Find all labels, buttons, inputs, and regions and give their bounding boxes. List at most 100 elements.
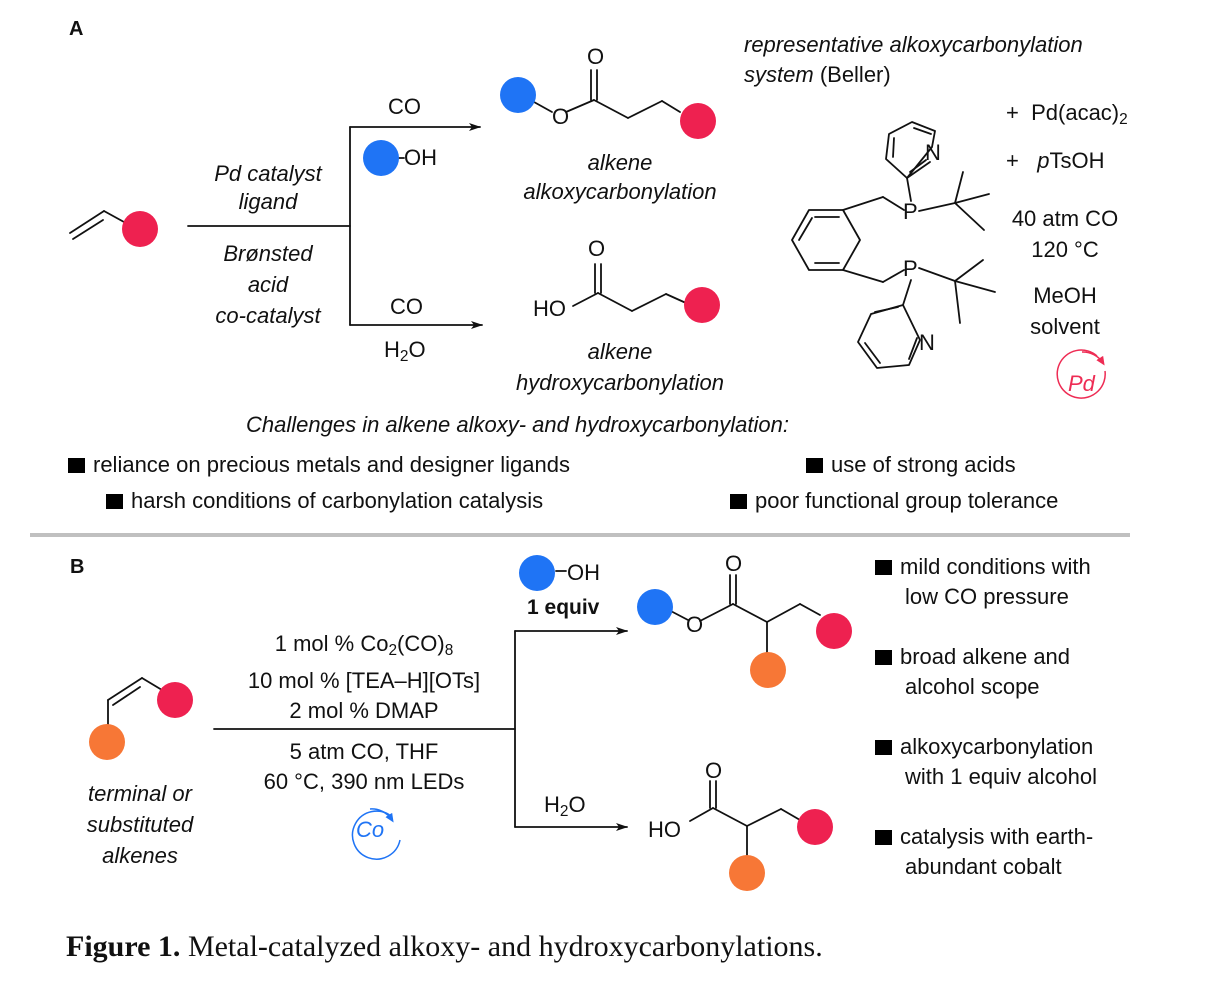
condition-acid: 10 mol % [TEA–H][OTs]: [247, 667, 481, 693]
catalyst-sub-1: 2: [388, 641, 398, 659]
bullet-square-icon: [875, 830, 892, 845]
advantage-text-line-2: abundant cobalt: [905, 854, 1062, 879]
panel-b-acid-ho: HO: [648, 817, 681, 842]
panel-a-lower-reagent-co: CO: [390, 294, 423, 319]
panel-b-ester-bonds: [664, 574, 821, 656]
beller-ligand-bonds: [791, 121, 996, 369]
panel-b-substrate-label: terminal or substituted alkenes: [60, 778, 220, 871]
condition-base: 2 mol % DMAP: [289, 697, 439, 723]
condition-acid-1: Brønsted: [223, 241, 313, 266]
panel-b-branch-arrows: [213, 570, 628, 831]
challenge-item: harsh conditions of carbonylation cataly…: [106, 486, 543, 516]
panel-b-acid-bonds: [689, 780, 801, 858]
advantage-item: mild conditions with low CO pressure: [875, 552, 1097, 612]
panel-a-alcohol-r-group: [363, 140, 399, 176]
panel-b-ester-alkoxy-group: [637, 589, 673, 625]
challenge-text: use of strong acids: [831, 452, 1016, 477]
condition-acid-3: co-catalyst: [215, 303, 321, 328]
panel-b-conditions-top: 1 mol % Co2(CO)8 10 mol % [TEA–H][OTs] 2…: [214, 629, 514, 726]
caption-label: Figure 1.: [66, 930, 181, 963]
advantage-text-line-1: mild conditions with: [900, 554, 1091, 579]
advantage-item: catalysis with earth- abundant cobalt: [875, 822, 1097, 882]
panel-a-conditions-bottom: Brønsted acid co-catalyst: [186, 238, 350, 331]
substrate-label-line-3: alkenes: [102, 843, 178, 868]
beller-additive-acid: + pTsOH: [1006, 148, 1104, 174]
panel-a-lower-product-label: alkene hydroxycarbonylation: [480, 336, 760, 398]
condition-ligand: ligand: [238, 189, 298, 214]
advantage-text-line-1: alkoxycarbonylation: [900, 734, 1094, 759]
panel-b-label: B: [70, 556, 85, 578]
bullet-square-icon: [730, 494, 747, 509]
condition-temperature-light: 60 °C, 390 nm LEDs: [263, 769, 465, 794]
substrate-label-line-1: terminal or: [88, 781, 192, 806]
panel-a-upper-product-label: alkene alkoxycarbonylation: [480, 148, 760, 206]
challenge-text: poor functional group tolerance: [755, 488, 1059, 513]
catalyst-sub-2: 8: [444, 641, 454, 659]
figure-caption: Figure 1. Metal-catalyzed alkoxy- and hy…: [66, 930, 823, 964]
co-catalyst-label: Co: [356, 817, 385, 842]
advantage-item: alkoxycarbonylation with 1 equiv alcohol: [875, 732, 1097, 792]
panel-a-alkene-r-group: [122, 211, 158, 247]
panel-a-upper-reagent-co: CO: [388, 94, 421, 119]
bullet-square-icon: [875, 740, 892, 755]
panel-a-acid-carbonyl-o: O: [588, 236, 606, 261]
challenge-item: reliance on precious metals and designer…: [68, 450, 570, 480]
challenge-item: use of strong acids: [806, 450, 1016, 480]
panel-a-conditions-top: Pd catalyst ligand: [186, 160, 350, 216]
plus-sign: +: [1006, 148, 1019, 173]
bullet-square-icon: [875, 560, 892, 575]
product-label-line-1: alkene: [587, 339, 653, 364]
panel-b-acid-carbonyl-o: O: [705, 758, 723, 783]
substrate-label-line-2: substituted: [86, 812, 194, 837]
panel-a-branch-arrows: [187, 123, 483, 329]
panel-a-acid-r-group: [684, 287, 720, 323]
panel-b-ester-r2-group: [750, 652, 786, 688]
panel-b-lower-reagent-h2o: H2O: [544, 792, 586, 820]
additive-prefix: p: [1037, 148, 1050, 173]
beller-ligand-p-upper: P: [903, 199, 918, 224]
panel-a-upper-reagent-oh: OH: [404, 145, 437, 170]
beller-ligand-n-upper: N: [925, 140, 941, 165]
additive-name: Pd(acac): [1031, 100, 1120, 125]
beller-additive-pd: + Pd(acac)2: [1006, 100, 1128, 129]
panel-a-lower-reagent-h2o: H2O: [384, 337, 426, 365]
beller-conditions: 40 atm CO 120 °C MeOH solvent: [1000, 203, 1130, 342]
beller-ligand-n-lower: N: [919, 330, 935, 355]
panel-a-label: A: [69, 18, 84, 40]
panel-b-alkene-r1-group: [157, 682, 193, 718]
advantage-text-line-1: catalysis with earth-: [900, 824, 1094, 849]
beller-title-line-1: representative alkoxycarbonylation: [744, 32, 1083, 57]
panel-b-alkene-r2-group: [89, 724, 125, 760]
condition-pressure-solvent: 5 atm CO, THF: [289, 739, 439, 764]
panel-b-ester-carbonyl-o: O: [725, 551, 743, 576]
condition-temperature: 120 °C: [1031, 237, 1099, 262]
panel-b-alcohol-r-group: [519, 555, 555, 591]
condition-cobalt-catalyst: 1 mol % Co2(CO)8: [214, 629, 514, 666]
panel-a-ester-alkoxy-group: [500, 77, 536, 113]
advantage-text-line-1: broad alkene and: [900, 644, 1071, 669]
condition-pressure: 40 atm CO: [1011, 206, 1119, 231]
panel-a-ester-bonds: [533, 69, 681, 119]
panel-b-ester-o: O: [686, 612, 704, 637]
beller-title: representative alkoxycarbonylation syste…: [744, 30, 1083, 90]
product-label-line-2: alkoxycarbonylation: [523, 179, 717, 204]
additive-name: TsOH: [1049, 148, 1105, 173]
panel-a-ester-carbonyl-o: O: [587, 44, 605, 69]
panel-b-conditions-bottom: 5 atm CO, THF 60 °C, 390 nm LEDs: [214, 737, 514, 797]
condition-solvent-label: solvent: [1030, 314, 1100, 339]
advantage-item: broad alkene and alcohol scope: [875, 642, 1097, 702]
panel-a-ester-r-group: [680, 103, 716, 139]
product-label-line-1: alkene: [587, 150, 653, 175]
panel-a-acid-ho: HO: [533, 296, 566, 321]
panel-b-acid-r1-group: [797, 809, 833, 845]
catalyst-prefix: 1 mol % Co: [274, 631, 389, 656]
challenge-item: poor functional group tolerance: [730, 486, 1058, 516]
caption-text: Metal-catalyzed alkoxy- and hydroxycarbo…: [187, 930, 823, 963]
advantage-text-line-2: with 1 equiv alcohol: [905, 764, 1098, 789]
panel-b-alkene-bonds: [107, 677, 163, 727]
bullet-square-icon: [106, 494, 123, 509]
advantage-text-line-2: alcohol scope: [905, 674, 1040, 699]
bullet-square-icon: [806, 458, 823, 473]
bullet-square-icon: [68, 458, 85, 473]
condition-solvent: MeOH: [1033, 283, 1097, 308]
